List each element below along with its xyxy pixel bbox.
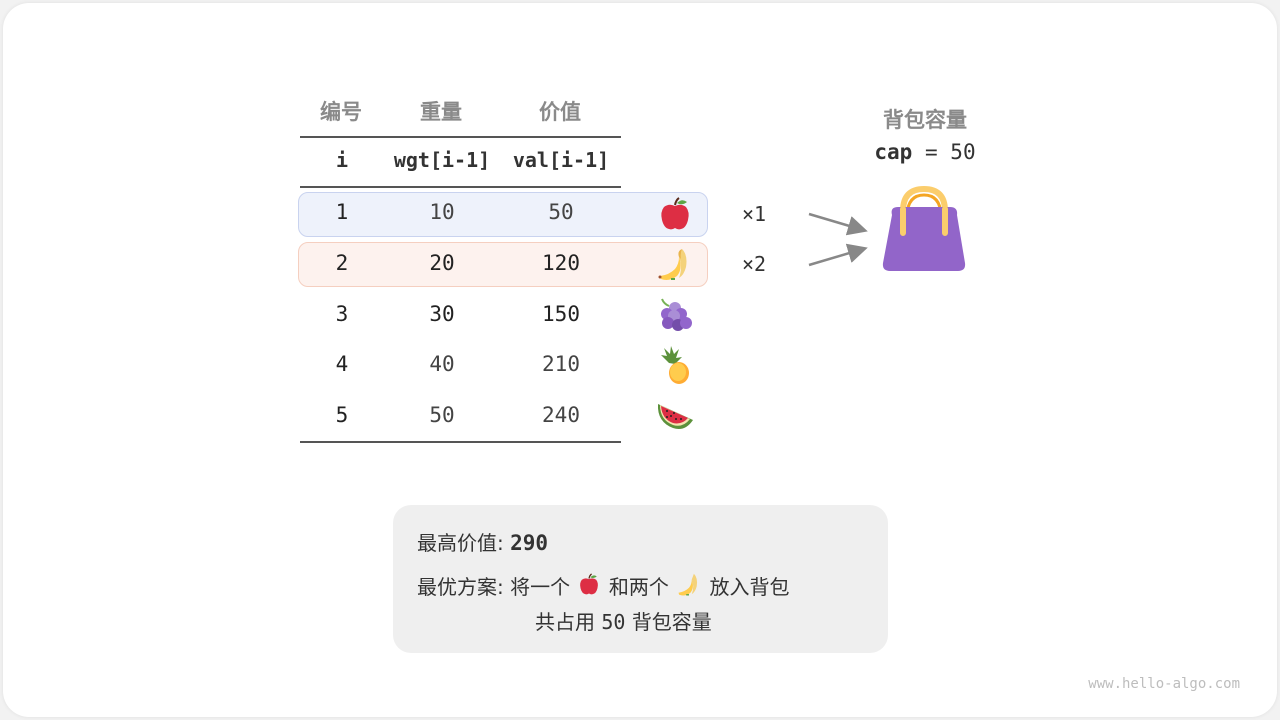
watermark: www.hello-algo.com (1088, 676, 1240, 692)
table-row-4-val: 210 (542, 352, 580, 376)
table-row-1-i: 1 (335, 200, 349, 224)
table-row-4-i: 4 (335, 352, 349, 376)
multiplier-banana: ×2 (742, 252, 767, 276)
plan-line: 最优方案: 将一个 和两个 放入背包 (417, 571, 790, 600)
max-value: 290 (510, 531, 549, 555)
subheader-i: i (335, 148, 349, 172)
plan-line-2: 共占用 50 背包容量 (535, 606, 712, 635)
header-value: 价值 (539, 100, 581, 124)
plan-label: 最优方案: (417, 575, 504, 599)
apple-icon (580, 573, 599, 595)
table-row-5-i: 5 (335, 403, 349, 427)
subheader-val: val[i-1] (512, 148, 610, 172)
watermelon-icon (657, 404, 693, 429)
table-row-3-wgt: 30 (429, 302, 455, 326)
table-bottom-rule (300, 441, 621, 443)
summary-box: 最高价值: 290 最优方案: 将一个 和两个 放入背包 共占用 50 背包容量 (393, 505, 888, 653)
banana-icon (658, 249, 687, 280)
cap-equals: = (924, 140, 938, 164)
plan-line2-a: 共占用 (535, 610, 595, 634)
plan-line2-b: 背包容量 (631, 610, 712, 634)
table-header-rule (300, 186, 621, 188)
plan-part2: 和两个 (608, 575, 669, 599)
knapsack-title: 背包容量 (883, 108, 967, 132)
row-highlight-2 (298, 242, 708, 287)
handbag-icon (882, 185, 966, 271)
table-row-3-i: 3 (335, 302, 349, 326)
arrow-icons (808, 212, 868, 267)
header-weight: 重量 (420, 100, 462, 124)
table-row-4-wgt: 40 (429, 352, 455, 376)
table-row-2-wgt: 20 (429, 251, 455, 275)
max-value-label: 最高价值: (417, 531, 504, 555)
table-row-5-val: 240 (542, 403, 580, 427)
table-row-3-val: 150 (542, 302, 580, 326)
cap-label: cap (874, 140, 913, 164)
max-value-line: 最高价值: 290 (417, 527, 548, 556)
multiplier-apple: ×1 (742, 202, 767, 226)
plan-part3: 放入背包 (709, 575, 790, 599)
banana-icon (678, 573, 698, 596)
table-row-2-val: 120 (542, 251, 580, 275)
row-highlight-1 (298, 192, 708, 237)
knapsack-capacity: cap = 50 (840, 140, 1010, 164)
subheader-wgt: wgt[i-1] (393, 148, 491, 172)
table-top-rule (300, 136, 621, 138)
table-row-1-wgt: 10 (429, 200, 455, 224)
plan-line2-value: 50 (601, 610, 626, 634)
table-row-2-i: 2 (335, 251, 349, 275)
plan-part1: 将一个 (510, 575, 571, 599)
table-row-1-val: 50 (548, 200, 574, 224)
cap-value: 50 (950, 140, 976, 164)
grapes-icon (661, 298, 692, 331)
header-id: 编号 (320, 100, 362, 124)
apple-icon (661, 197, 689, 230)
pineapple-icon (661, 346, 689, 384)
table-row-5-wgt: 50 (429, 403, 455, 427)
